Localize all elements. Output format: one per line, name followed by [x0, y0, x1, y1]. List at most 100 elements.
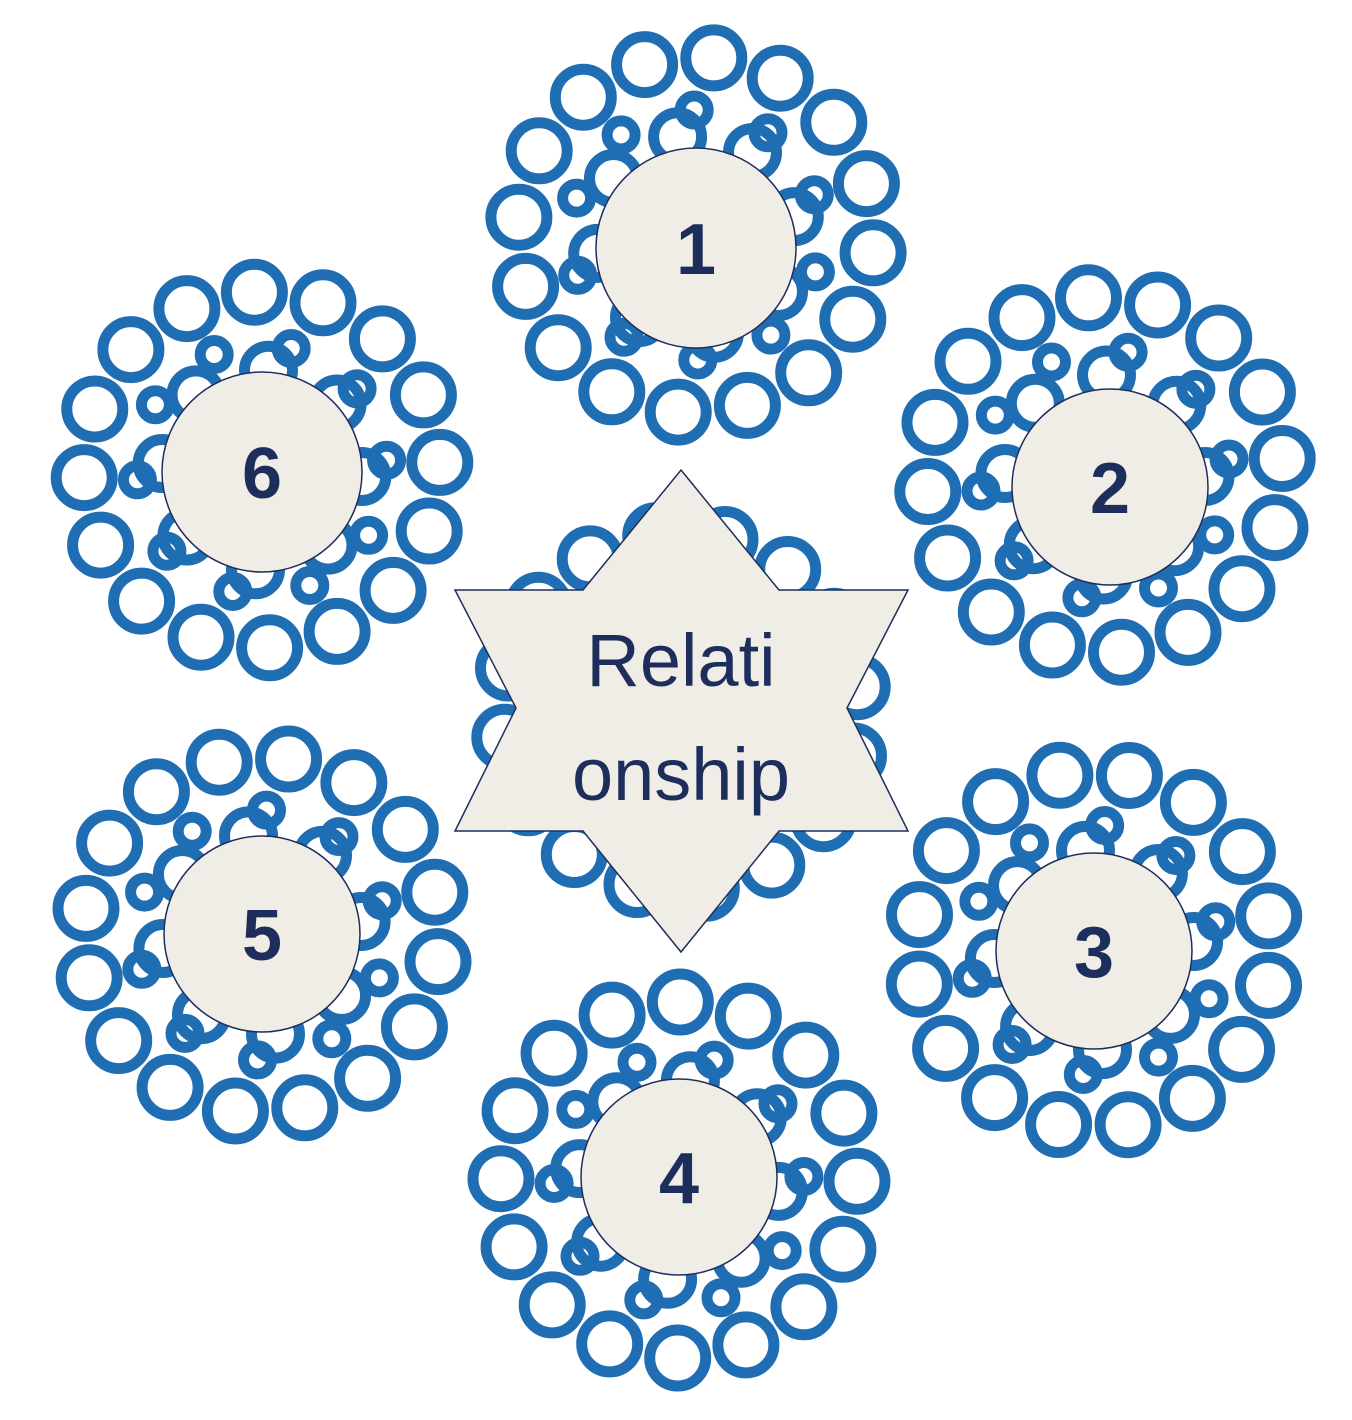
strand-5-filler-wire — [312, 1019, 352, 1059]
strand-2-outer-wire — [1018, 611, 1086, 679]
strand-4-outer-wire — [578, 981, 646, 1049]
strand-6-outer-wire — [395, 497, 463, 565]
strand-3-outer-wire — [1025, 1091, 1093, 1158]
strand-6-outer-wire — [153, 275, 221, 343]
strand-1-outer-wire — [505, 117, 573, 185]
strand-4-outer-wire — [520, 1019, 588, 1087]
strand-4-outer-wire — [823, 1147, 891, 1215]
strand-6-outer-wire — [389, 361, 457, 429]
strand-4-filler-wire — [556, 1089, 596, 1129]
badge-label: 6 — [242, 434, 282, 514]
strand-2-outer-wire — [934, 327, 1002, 395]
strand-1-filler-wire — [795, 252, 835, 292]
badge-circle — [163, 835, 361, 1033]
strand-4-outer-wire — [481, 1077, 549, 1145]
strand-4-outer-wire — [518, 1271, 586, 1339]
wire-rings-layer — [50, 24, 1316, 1392]
strand-6-filler-wire — [349, 515, 389, 555]
strand-6-outer-wire — [61, 375, 129, 443]
strand-5-filler-wire — [172, 811, 212, 851]
strand-2-outer-wire — [894, 458, 962, 525]
strand-2-outer-wire — [1055, 264, 1122, 332]
badge-label: 3 — [1074, 913, 1114, 993]
strand-3-outer-wire — [962, 768, 1030, 836]
strand-5-outer-wire — [255, 725, 323, 793]
strand-2-outer-wire — [1154, 598, 1222, 666]
strand-1-outer-wire — [485, 183, 553, 251]
strand-6-outer-wire — [348, 305, 416, 373]
strand-2-outer-wire — [1228, 358, 1296, 426]
strand-3-outer-wire — [1235, 882, 1303, 950]
strand-1-filler-wire — [751, 315, 791, 355]
strand-badge-3: 3 — [995, 852, 1193, 1050]
strand-3-outer-wire — [1158, 1064, 1226, 1132]
strand-2-outer-wire — [901, 388, 969, 456]
strand-1-outer-wire — [775, 339, 843, 407]
strand-3-outer-wire — [886, 881, 953, 949]
strand-4-outer-wire — [644, 1324, 712, 1392]
strand-badge-6: 6 — [161, 371, 363, 573]
strand-1-outer-wire — [839, 219, 907, 287]
strand-2-outer-wire — [957, 578, 1025, 646]
strand-6-outer-wire — [67, 511, 135, 579]
strand-6-outer-wire — [167, 603, 235, 671]
strand-2-outer-wire — [1185, 304, 1253, 372]
strand-1-outer-wire — [800, 88, 868, 156]
strand-1-outer-wire — [611, 31, 679, 99]
strand-1-outer-wire — [644, 378, 712, 446]
six-pointed-star — [453, 468, 910, 954]
strand-5-outer-wire — [320, 749, 388, 817]
strand-3-outer-wire — [912, 1014, 980, 1082]
strand-3-outer-wire — [1208, 818, 1276, 886]
strand-4-filler-wire — [617, 1042, 657, 1082]
strand-1-outer-wire — [713, 371, 781, 439]
strand-5-outer-wire — [136, 1053, 204, 1121]
strand-1-outer-wire — [578, 358, 646, 426]
strand-6-filler-wire — [194, 335, 234, 374]
strand-5-outer-wire — [52, 874, 120, 942]
center-star: Relati onship — [453, 468, 910, 954]
strand-2-outer-wire — [1124, 271, 1192, 339]
strand-3-filler-wire — [1156, 836, 1196, 875]
strand-4-outer-wire — [810, 1079, 878, 1147]
strand-1-outer-wire — [746, 44, 814, 112]
strand-1-outer-wire — [549, 63, 617, 131]
strand-6-outer-wire — [50, 444, 118, 512]
strand-badges-layer: 1 2 3 4 5 6 — [161, 147, 1209, 1276]
strand-2-outer-wire — [988, 284, 1056, 352]
strand-3-outer-wire — [1208, 1015, 1276, 1083]
strand-5-outer-wire — [122, 758, 190, 826]
strand-4-outer-wire — [714, 982, 782, 1050]
strand-5-outer-wire — [334, 1044, 402, 1112]
strand-6-outer-wire — [97, 316, 165, 384]
strand-badge-1: 1 — [595, 147, 797, 349]
strand-4-outer-wire — [467, 1145, 535, 1213]
strand-1-outer-wire — [680, 24, 748, 92]
strand-1-outer-wire — [832, 150, 900, 218]
strand-3-outer-wire — [1026, 741, 1094, 809]
strand-1-outer-wire — [524, 314, 592, 382]
badge-circle — [580, 1078, 778, 1276]
badge-circle — [1011, 388, 1209, 586]
strand-6-outer-wire — [406, 428, 474, 496]
strand-5-outer-wire — [85, 1007, 153, 1075]
center-label-line2: onship — [572, 733, 790, 816]
strand-2-filler-wire — [975, 395, 1015, 435]
strand-2-filler-wire — [1139, 568, 1178, 608]
strand-5-outer-wire — [380, 993, 448, 1061]
strand-6-filler-wire — [135, 385, 175, 425]
strand-4-outer-wire — [712, 1311, 780, 1379]
strand-1-outer-wire — [819, 285, 887, 353]
strand-6-outer-wire — [220, 258, 288, 326]
strand-6-outer-wire — [289, 269, 357, 337]
strand-4-outer-wire — [480, 1213, 548, 1281]
strand-2-outer-wire — [1248, 425, 1316, 492]
strand-2-outer-wire — [914, 524, 982, 592]
strand-3-outer-wire — [885, 950, 953, 1018]
badge-label: 2 — [1090, 449, 1130, 529]
strand-4-outer-wire — [772, 1021, 840, 1089]
strand-3-outer-wire — [1094, 1091, 1162, 1159]
strand-5-outer-wire — [371, 795, 439, 863]
strand-1-filler-wire — [557, 178, 597, 218]
